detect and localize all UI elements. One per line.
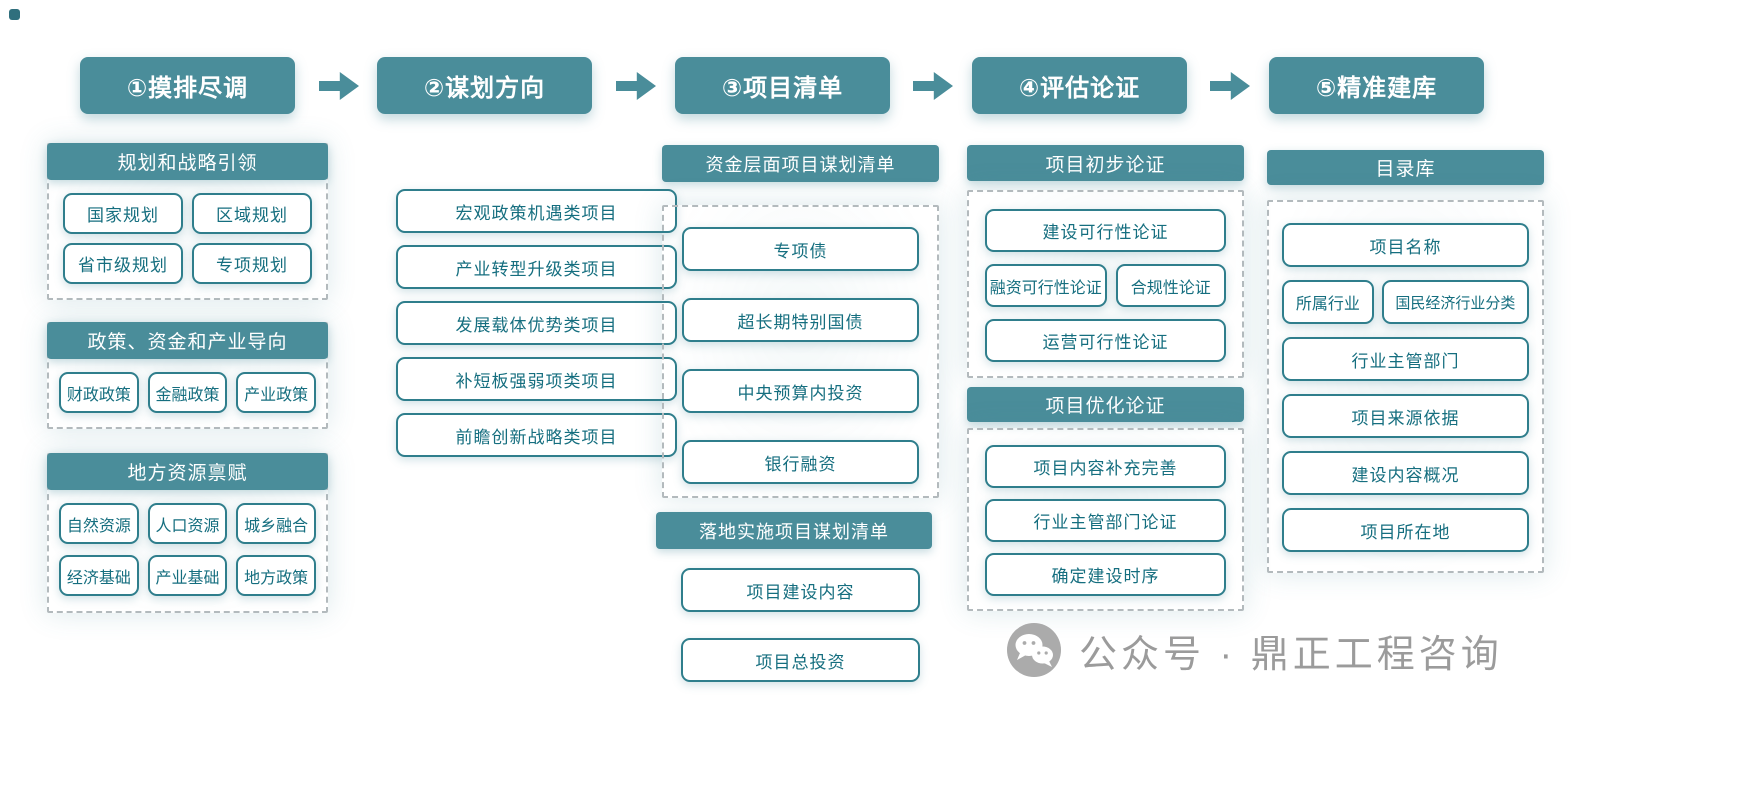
flow-arrow-icon [319,72,359,100]
item-box: 国家规划 [63,193,183,234]
item-box: 专项规划 [192,243,312,284]
item-box: 产业转型升级类项目 [396,245,677,289]
item-box: 城乡融合 [236,503,316,544]
item-box: 超长期特别国债 [682,298,919,342]
item-box: 地方政策 [236,555,316,596]
group-header-funding-list: 资金层面项目谋划清单 [662,145,939,182]
item-box: 区域规划 [192,193,312,234]
item-box: 产业基础 [147,555,228,596]
flow-arrow-icon [1210,72,1250,100]
item-box: 宏观政策机遇类项目 [396,189,677,233]
item-box: 经济基础 [59,555,139,596]
step-1-header: ①摸排尽调 [80,57,295,114]
item-box: 行业主管部门论证 [985,499,1226,542]
item-box: 专项债 [682,227,919,271]
item-box: 国民经济行业分类 [1381,280,1529,324]
item-box: 建设内容概况 [1282,451,1529,495]
item-box: 银行融资 [682,440,919,484]
item-box: 发展载体优势类项目 [396,301,677,345]
group-header-optimization-review: 项目优化论证 [967,387,1244,422]
item-box: 金融政策 [147,372,228,413]
group-preliminary-review: 建设可行性论证 融资可行性论证 合规性论证 运营可行性论证 [967,190,1244,378]
corner-dot [9,9,20,20]
item-box: 项目总投资 [681,638,920,682]
group-header-preliminary-review: 项目初步论证 [967,145,1244,181]
group-header-planning-strategy: 规划和战略引领 [47,143,328,180]
item-box: 财政政策 [59,372,139,413]
step-5-header: ⑤精准建库 [1269,57,1484,114]
flow-arrow-icon [616,72,656,100]
item-box: 产业政策 [236,372,316,413]
group-header-implementation-list: 落地实施项目谋划清单 [656,512,932,549]
item-box: 运营可行性论证 [985,319,1226,362]
item-box: 合规性论证 [1115,264,1226,307]
watermark: 公众号 · 鼎正工程咨询 [1006,622,1503,678]
group-funding-list: 专项债 超长期特别国债 中央预算内投资 银行融资 [662,205,939,498]
group-header-policy-funding: 政策、资金和产业导向 [47,322,328,359]
item-box: 融资可行性论证 [985,264,1107,307]
group-catalog: 项目名称 所属行业 国民经济行业分类 行业主管部门 项目来源依据 建设内容概况 … [1267,200,1544,573]
item-box: 省市级规划 [63,243,183,284]
item-box: 前瞻创新战略类项目 [396,413,677,457]
item-box: 所属行业 [1282,280,1374,324]
group-implementation-list: 项目建设内容 项目总投资 [681,568,920,682]
group-optimization-review: 项目内容补充完善 行业主管部门论证 确定建设时序 [967,428,1244,611]
step-2-header: ②谋划方向 [377,57,592,114]
item-box: 自然资源 [59,503,139,544]
item-box: 项目名称 [1282,223,1529,267]
item-box: 人口资源 [147,503,228,544]
watermark-text: 公众号 · 鼎正工程咨询 [1079,633,1503,676]
group-header-local-resources: 地方资源禀赋 [47,453,328,490]
item-box: 项目内容补充完善 [985,445,1226,488]
item-box: 建设可行性论证 [985,209,1226,252]
group-direction-items: 宏观政策机遇类项目 产业转型升级类项目 发展载体优势类项目 补短板强弱项类项目 … [396,189,677,457]
flow-arrow-icon [913,72,953,100]
item-box: 项目所在地 [1282,508,1529,552]
item-box: 补短板强弱项类项目 [396,357,677,401]
item-box: 项目建设内容 [681,568,920,612]
group-planning-strategy: 规划和战略引领 国家规划 区域规划 省市级规划 专项规划 [47,143,328,300]
group-policy-funding: 政策、资金和产业导向 财政政策 金融政策 产业政策 [47,322,328,429]
group-header-catalog: 目录库 [1267,150,1544,185]
item-box: 行业主管部门 [1282,337,1529,381]
group-local-resources: 地方资源禀赋 自然资源 人口资源 城乡融合 经济基础 产业基础 地方政策 [47,453,328,613]
item-box: 中央预算内投资 [682,369,919,413]
item-box: 确定建设时序 [985,553,1226,596]
step-4-header: ④评估论证 [972,57,1187,114]
step-3-header: ③项目清单 [675,57,890,114]
wechat-icon [1007,623,1061,677]
item-box: 项目来源依据 [1282,394,1529,438]
